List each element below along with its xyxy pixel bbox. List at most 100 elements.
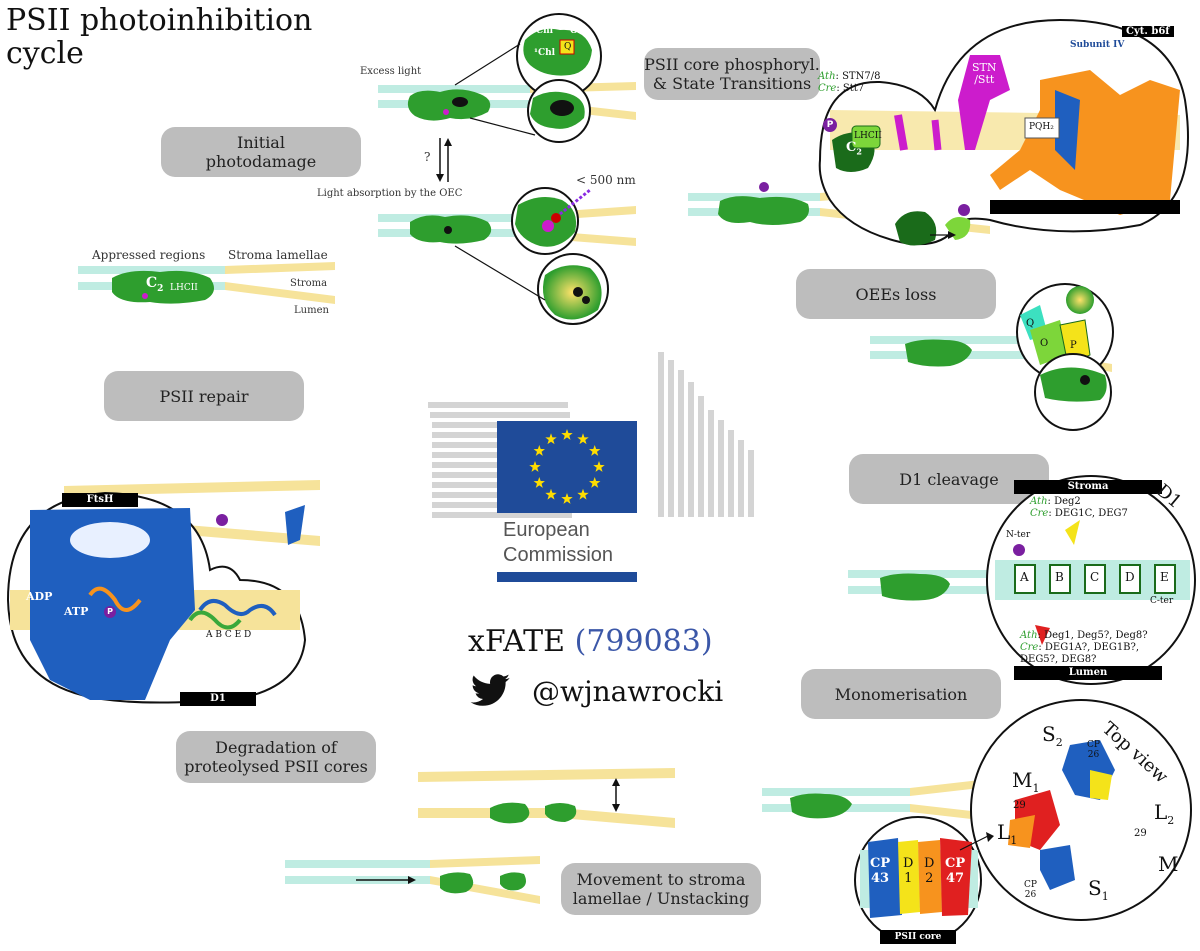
mono-s1-letter: S (1088, 876, 1102, 900)
repair-membrane (6, 480, 320, 706)
c2-sub: 2 (157, 283, 164, 294)
eu-star (593, 461, 605, 472)
twitter-bird-icon[interactable] (470, 674, 512, 708)
mono-l2-sub: 2 (1167, 814, 1175, 827)
project-number: (799083) (574, 624, 713, 659)
mono-s2: S2 (1042, 722, 1063, 749)
eu-stars (529, 429, 605, 504)
d1-helix-label: E (1160, 570, 1169, 584)
label-question: ? (424, 150, 431, 164)
phospho-c2-sub: 2 (856, 146, 862, 157)
repair-helices: A B C E D (206, 630, 252, 640)
d1-ath-bot: Ath: Deg1, Deg5?, Deg8? (1020, 630, 1148, 641)
mono-d2: D 2 (924, 856, 935, 886)
stage-d1-cleavage: D1 cleavage (849, 454, 1049, 504)
mono-cp26-top: CP 26 (1087, 740, 1100, 760)
d1-ath-top: Ath: Deg2 (1030, 496, 1081, 507)
d1-cre-top-value: : DEG1C, DEG7 (1048, 508, 1128, 519)
label-chl1: ¹Chl (534, 48, 556, 58)
oee-o: O (1040, 338, 1049, 349)
mono-s2-letter: S (1042, 722, 1056, 746)
d1-cre-bot: Cre: DEG1A?, DEG1B?, (1020, 642, 1139, 653)
mono-cp43: CP 43 (870, 856, 891, 886)
ec-name-line2: Commission (503, 544, 614, 566)
c2-letter: C (146, 275, 158, 291)
phospho-cre: Cre: Stt7 (818, 83, 864, 94)
phospho-p-badge: P (823, 118, 837, 132)
eu-star (589, 477, 601, 488)
mono-cp26-bottom: CP 26 (1024, 880, 1037, 900)
d1-ath-bot-name: Ath (1020, 630, 1038, 641)
twitter-line: @wjnawrocki (470, 674, 723, 708)
mono-s1: S1 (1088, 876, 1109, 903)
mono-l1-letter: L (997, 820, 1011, 844)
oee-p: P (1070, 340, 1077, 351)
eu-star (533, 445, 545, 456)
zoom-triplet-chl (454, 13, 602, 143)
d1-lumen-bar-label: Lumen (1068, 667, 1108, 678)
mono-d1: D 1 (903, 856, 914, 886)
appressed-membrane (78, 262, 335, 304)
repair-adp: ADP (26, 590, 53, 603)
mono-m1-sub: 1 (1032, 782, 1040, 795)
d1-cre-top-name: Cre (1030, 508, 1049, 519)
stage-oees-loss: OEEs loss (796, 269, 996, 319)
label-o2: ³O₂ (566, 26, 582, 36)
stage-monomerisation: Monomerisation (801, 669, 1001, 719)
repair-d1: D1 (210, 693, 226, 704)
eu-star (561, 493, 573, 504)
project-name: xFATE (468, 624, 566, 659)
d1-ath-top-value: : Deg2 (1047, 496, 1081, 507)
stage-initial-photodamage: Initial photodamage (161, 127, 361, 177)
mono-m1: M1 (1012, 768, 1039, 795)
mono-psii-core: PSII core (894, 932, 942, 942)
label-wavelength: < 500 nm (576, 173, 636, 187)
stage-movement: Movement to stroma lamellae / Unstacking (561, 863, 761, 915)
phospho-subunit-iv: Subunit IV (1070, 40, 1125, 50)
label-chl3: ³Chl (532, 26, 554, 36)
phospho-zoom (818, 18, 1189, 246)
mono-s1-sub: 1 (1101, 890, 1109, 903)
mono-membrane (762, 699, 1192, 944)
eu-star (577, 488, 589, 500)
stage-degradation: Degradation of proteolysed PSII cores (176, 731, 376, 783)
project-line: xFATE (799083) (468, 624, 713, 659)
d1-helix-label: B (1055, 570, 1064, 584)
stage-psii-repair: PSII repair (104, 371, 304, 421)
d1-cre-bot-value: : DEG1A?, DEG1B?, (1038, 642, 1140, 653)
eu-star (577, 433, 589, 445)
oec-membrane (378, 187, 636, 325)
label-stroma: Stroma (290, 278, 328, 289)
phospho-cyt-bf: Cyt. b6f (1122, 26, 1174, 37)
mono-l1: L1 (997, 820, 1017, 847)
phospho-cre-value: : Stt7 (836, 83, 865, 94)
label-appressed: Appressed regions (92, 248, 206, 262)
label-q: Q (564, 42, 572, 52)
d1-cre-bot-name: Cre (1020, 642, 1039, 653)
ec-name-line1: European (503, 519, 590, 541)
phospho-c2: C2 (846, 140, 862, 157)
phospho-ath-value: : STN7/8 (835, 71, 881, 82)
d1-helix-label: A (1020, 570, 1029, 584)
mono-l2-letter: L (1154, 800, 1168, 824)
label-lhcii: LHCII (170, 283, 198, 293)
label-light-absorption: Light absorption by the OEC (317, 188, 463, 199)
twitter-handle[interactable]: @wjnawrocki (532, 674, 724, 708)
mono-s2-sub: 2 (1055, 736, 1063, 749)
d1-ath-bot-value: : Deg1, Deg5?, Deg8? (1037, 630, 1148, 641)
excess-light-membrane (378, 82, 636, 121)
ec-logo (428, 352, 754, 582)
eu-star (589, 445, 601, 456)
eu-star (545, 488, 557, 500)
d1-cre-bot-2: DEG5?, DEG8? (1020, 654, 1097, 665)
eu-star (533, 477, 545, 488)
label-lumen: Lumen (294, 305, 329, 316)
phospho-ath-name: Ath (818, 71, 836, 82)
phospho-pqh2: PQH₂ (1029, 122, 1054, 132)
label-excess-light: Excess light (360, 66, 422, 77)
d1-helix-label: C (1090, 570, 1100, 584)
reversible-arrows (436, 138, 452, 182)
d1-cre-top: Cre: DEG1C, DEG7 (1030, 508, 1128, 519)
